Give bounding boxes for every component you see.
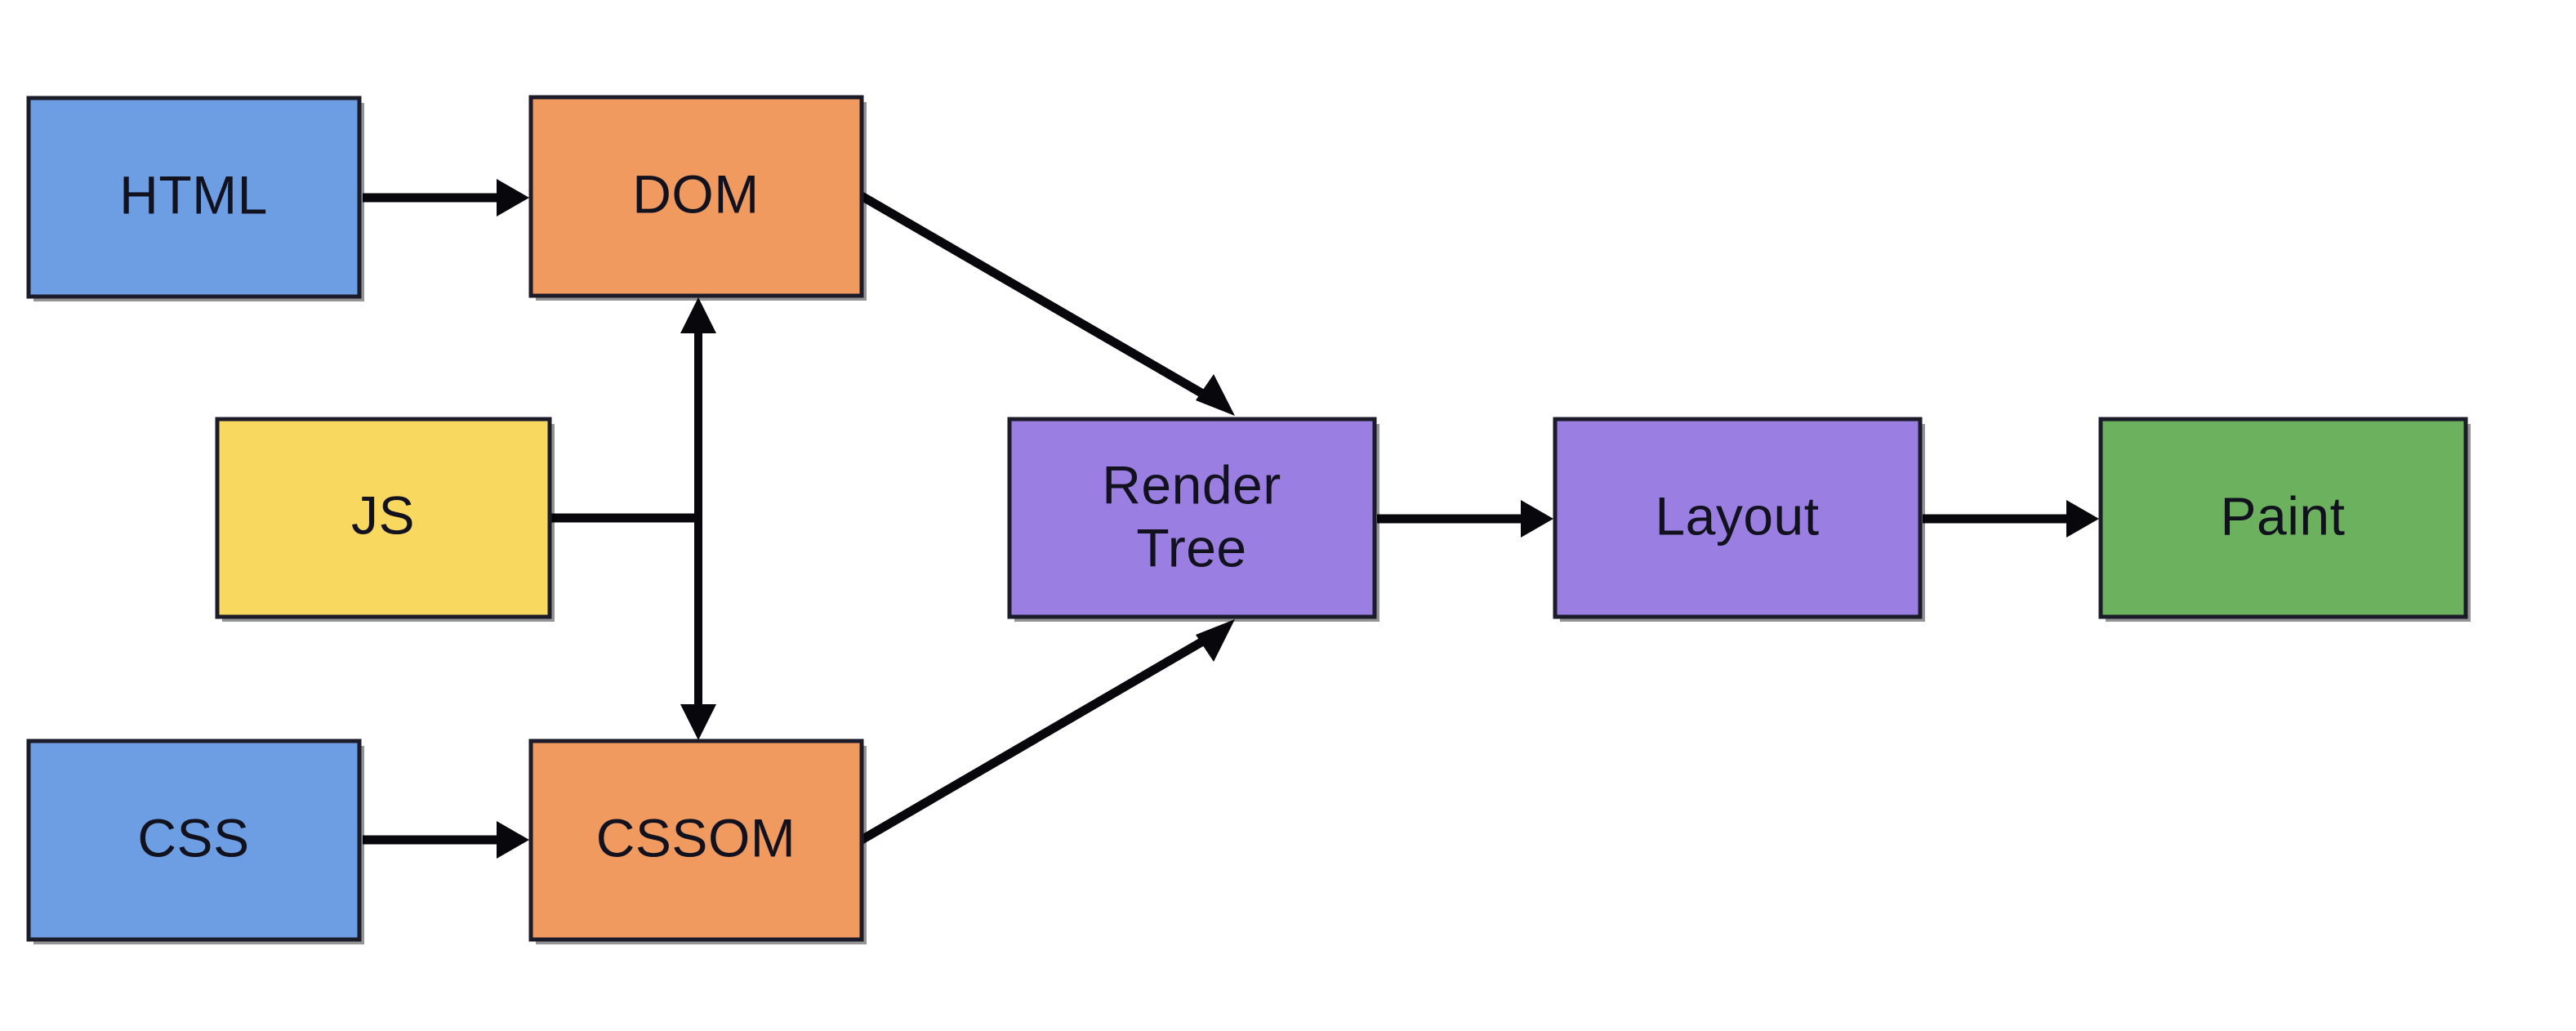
- edge-css-to-cssom: [363, 821, 529, 859]
- node-render-tree-box[interactable]: [1007, 417, 1377, 619]
- node-js[interactable]: JS: [215, 417, 555, 622]
- node-js-box[interactable]: [215, 417, 552, 619]
- node-render-tree-label-line2: Tree: [1136, 517, 1246, 578]
- node-cssom[interactable]: CSSOM: [528, 739, 867, 944]
- edges-layer: [363, 179, 2099, 859]
- node-html[interactable]: HTML: [26, 96, 364, 301]
- node-layout[interactable]: Layout: [1553, 417, 1925, 622]
- node-paint[interactable]: Paint: [2098, 417, 2471, 622]
- node-html-label: HTML: [119, 164, 268, 225]
- node-render-tree[interactable]: Render Tree: [1007, 417, 1379, 622]
- node-html-box[interactable]: [26, 96, 362, 299]
- node-css[interactable]: CSS: [26, 739, 364, 944]
- node-paint-label: Paint: [2221, 485, 2346, 546]
- node-css-label: CSS: [137, 807, 249, 868]
- node-dom-label: DOM: [632, 163, 759, 224]
- node-paint-box[interactable]: [2098, 417, 2468, 619]
- node-js-label: JS: [351, 484, 415, 545]
- edge-render-tree-to-layout: [1377, 500, 1553, 538]
- edge-layout-to-paint: [1923, 500, 2099, 538]
- node-layout-label: Layout: [1655, 485, 1819, 546]
- node-render-tree-label-line1: Render: [1102, 454, 1281, 515]
- node-cssom-label: CSSOM: [596, 807, 796, 868]
- edge-dom-to-render-tree: [859, 192, 1235, 416]
- node-dom-box[interactable]: [528, 95, 864, 298]
- node-cssom-box[interactable]: [528, 739, 864, 942]
- node-layout-box[interactable]: [1553, 417, 1923, 619]
- edge-html-to-dom: [363, 179, 529, 216]
- edge-cssom-to-render-tree: [859, 619, 1235, 844]
- node-css-box[interactable]: [26, 739, 362, 942]
- node-dom[interactable]: DOM: [528, 95, 867, 301]
